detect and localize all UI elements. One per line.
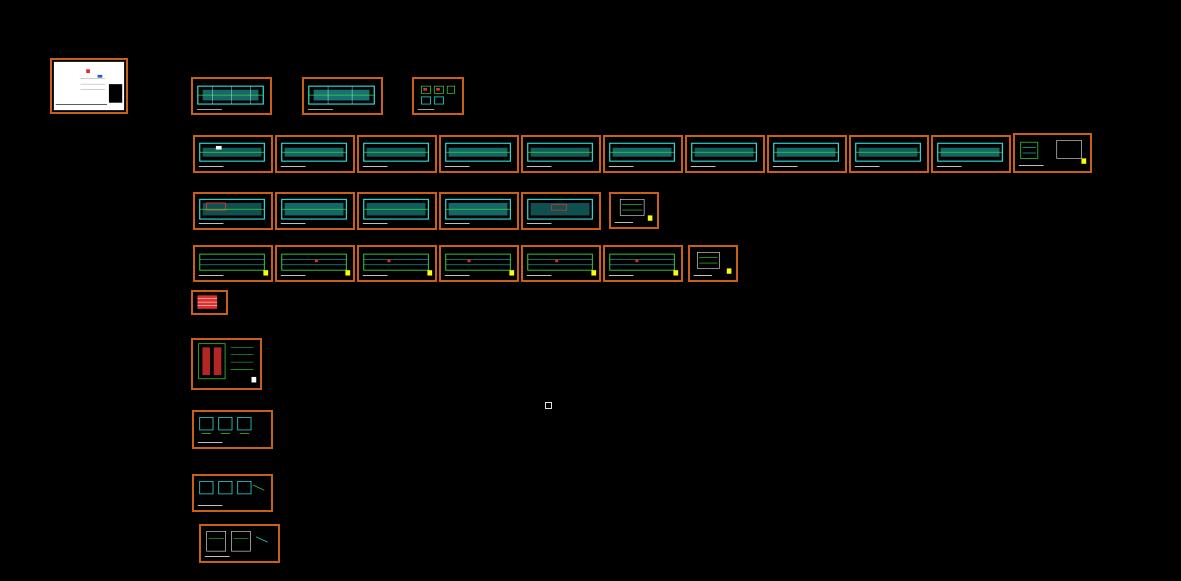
plan-drawing <box>526 142 593 167</box>
plan-drawing <box>854 142 921 167</box>
sheet-stair-detail-row3[interactable] <box>688 245 738 282</box>
structural-plan-drawing <box>608 253 679 276</box>
stair-detail-drawing <box>1018 140 1087 166</box>
sheet-plan-row1-01[interactable] <box>193 135 273 173</box>
section-detail-drawing <box>417 85 455 110</box>
sheet-floor-plan-a[interactable] <box>191 77 272 115</box>
sheet-plan-row1-06[interactable] <box>603 135 683 173</box>
plan-drawing <box>690 142 757 167</box>
sheet-column-schedule[interactable] <box>191 338 262 390</box>
cover-sheet-drawing <box>53 61 125 111</box>
plan-drawing <box>362 142 429 167</box>
stair-detail-drawing <box>614 199 653 223</box>
stair-detail-drawing <box>693 252 732 276</box>
structural-plan-drawing <box>198 253 269 276</box>
structural-plan-drawing <box>280 253 351 276</box>
detail-drawing <box>197 417 252 443</box>
plan-drawing <box>198 142 265 167</box>
plan-drawing <box>526 198 593 224</box>
sheet-cover[interactable] <box>50 58 128 114</box>
sheet-structural-plan-row3-05[interactable] <box>521 245 601 282</box>
schedule-table-drawing <box>197 295 218 309</box>
sheet-stair-detail-row1[interactable] <box>1013 133 1092 173</box>
sheet-structural-plan-row3-06[interactable] <box>603 245 683 282</box>
plan-drawing <box>444 142 511 167</box>
plan-drawing <box>280 198 347 224</box>
sheet-plan-row2-02[interactable] <box>275 192 355 230</box>
floor-plan-drawing <box>307 85 375 110</box>
sheet-structural-plan-row3-03[interactable] <box>357 245 437 282</box>
sheet-schedule-table[interactable] <box>191 290 228 315</box>
sheet-plan-row1-03[interactable] <box>357 135 437 173</box>
plan-drawing <box>608 142 675 167</box>
sheet-plan-row1-02[interactable] <box>275 135 355 173</box>
sheet-structural-plan-row3-01[interactable] <box>193 245 273 282</box>
structural-plan-drawing <box>362 253 433 276</box>
plan-drawing <box>444 198 511 224</box>
sheet-plan-row2-04[interactable] <box>439 192 519 230</box>
sheet-detail-a[interactable] <box>192 410 273 449</box>
pickbox-cursor-icon <box>545 402 552 409</box>
structural-plan-drawing <box>444 253 515 276</box>
sheet-plan-row1-05[interactable] <box>521 135 601 173</box>
sheet-plan-row1-10[interactable] <box>931 135 1011 173</box>
plan-drawing <box>936 142 1003 167</box>
sheet-plan-row2-03[interactable] <box>357 192 437 230</box>
plan-drawing <box>362 198 429 224</box>
plan-drawing <box>198 198 265 224</box>
sheet-plan-row1-04[interactable] <box>439 135 519 173</box>
sheet-plan-row1-08[interactable] <box>767 135 847 173</box>
sheet-structural-plan-row3-02[interactable] <box>275 245 355 282</box>
detail-drawing <box>204 531 268 557</box>
structural-plan-drawing <box>526 253 597 276</box>
plan-drawing <box>772 142 839 167</box>
sheet-plan-row1-09[interactable] <box>849 135 929 173</box>
column-schedule-drawing <box>198 343 257 383</box>
sheet-plan-row2-05[interactable] <box>521 192 601 230</box>
sheet-detail-b[interactable] <box>192 474 273 512</box>
plan-drawing <box>280 142 347 167</box>
sheet-floor-plan-b[interactable] <box>302 77 383 115</box>
sheet-structural-plan-row3-04[interactable] <box>439 245 519 282</box>
floor-plan-drawing <box>196 85 264 110</box>
sheet-plan-row1-07[interactable] <box>685 135 765 173</box>
detail-drawing <box>197 481 265 506</box>
sheet-stair-detail-row2[interactable] <box>609 192 659 229</box>
sheet-plan-row2-01[interactable] <box>193 192 273 230</box>
sheet-detail-c[interactable] <box>199 524 280 563</box>
sheet-section-details[interactable] <box>412 77 464 115</box>
